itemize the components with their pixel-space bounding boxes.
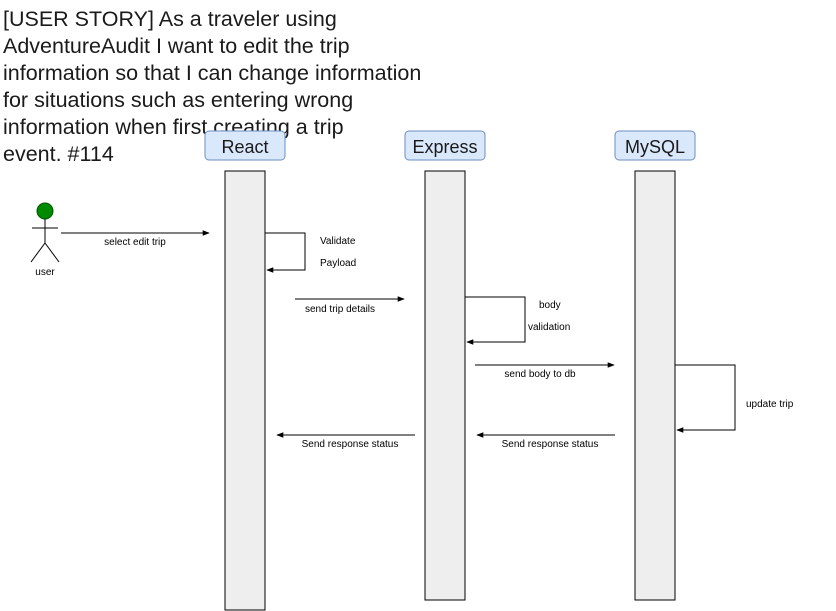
message-label: update trip: [746, 399, 794, 410]
actor-head: [36, 202, 54, 220]
actor-left-leg: [30, 242, 46, 263]
message-label: body: [539, 300, 561, 311]
actor-right-leg: [44, 242, 60, 263]
express-lifeline: [424, 170, 466, 601]
arrow-line: [465, 296, 526, 345]
participant-react[interactable]: React: [204, 130, 286, 611]
story-line: [USER STORY] As a traveler using: [3, 7, 337, 31]
story-line: information when first creating a trip: [3, 115, 344, 139]
mysql-label: MySQL: [625, 137, 685, 157]
arrow-line: [675, 364, 736, 433]
story-line: for situations such as entering wrong: [3, 88, 354, 112]
message-label: Payload: [320, 258, 356, 269]
mysql-header: [614, 130, 696, 161]
arrow-line: [265, 232, 306, 273]
story-line: AdventureAudit I want to edit the trip: [3, 34, 350, 58]
actor-label: user: [35, 267, 55, 278]
message-label: send trip details: [305, 304, 375, 315]
message-response-mysql-to-express[interactable]: Send response status: [476, 432, 615, 450]
participant-mysql[interactable]: MySQL: [614, 130, 696, 601]
message-label: Validate: [320, 236, 356, 247]
message-response-express-to-react[interactable]: Send response status: [276, 432, 415, 450]
message-validate-payload[interactable]: Validate Payload: [265, 232, 356, 273]
story-line: information so that I can change informa…: [3, 61, 422, 85]
react-lifeline: [224, 170, 266, 611]
react-label: React: [221, 137, 268, 157]
message-body-validation[interactable]: body validation: [465, 296, 570, 345]
story-line: event. #114: [3, 142, 114, 166]
user-actor[interactable]: user: [30, 202, 60, 278]
message-label: send body to db: [504, 369, 576, 380]
message-send-trip-details[interactable]: send trip details: [295, 296, 405, 315]
message-send-body-to-db[interactable]: send body to db: [475, 362, 615, 380]
express-label: Express: [412, 137, 477, 157]
user-story-text: [USER STORY] As a traveler using Adventu…: [3, 6, 523, 168]
message-select-edit-trip[interactable]: select edit trip: [61, 230, 210, 248]
message-label: Send response status: [302, 439, 399, 450]
mysql-lifeline: [634, 170, 676, 601]
react-header: [204, 130, 286, 161]
express-header: [404, 130, 486, 161]
message-label: Send response status: [502, 439, 599, 450]
participant-express[interactable]: Express: [404, 130, 486, 601]
message-update-trip[interactable]: update trip: [675, 364, 794, 433]
message-label: validation: [528, 322, 570, 333]
message-label: select edit trip: [104, 237, 166, 248]
